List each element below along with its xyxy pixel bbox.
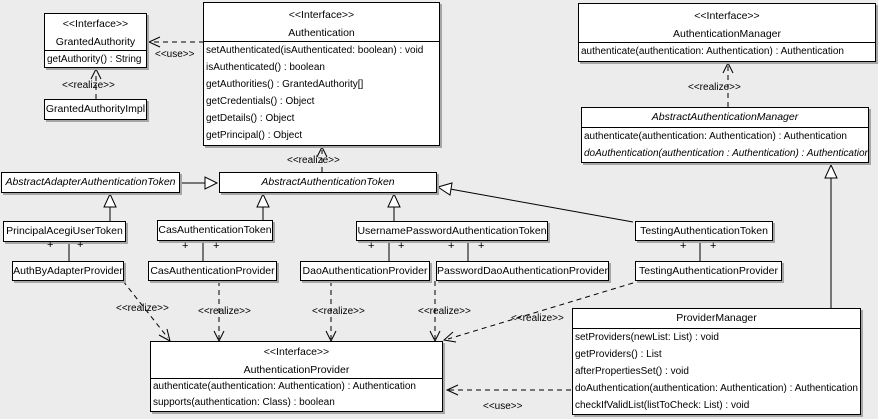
association-plus-label: + [478, 240, 485, 252]
method-label: getDetails() : Object [206, 113, 295, 124]
method-label: authenticate(authentication: Authenticat… [581, 46, 844, 57]
use-label: <<use>> [483, 401, 523, 412]
method-label: getAuthority() : String [47, 54, 142, 65]
class-provider-manager[interactable]: ProviderManager setProviders(newList: Li… [572, 308, 861, 415]
class-testing-authentication-token[interactable]: TestingAuthenticationToken [635, 221, 773, 241]
class-name-label: DaoAuthenticationProvider [302, 265, 428, 277]
class-cas-authentication-token[interactable]: CasAuthenticationToken [157, 220, 273, 241]
class-name-label: AuthByAdapterProvider [13, 265, 123, 277]
realize-edge-grantedauthorityimpl [90, 67, 102, 99]
class-name-label: TestingAuthenticationToken [640, 225, 768, 237]
realize-edge-abstractauthenticationtoken [316, 145, 328, 172]
class-granted-authority-impl[interactable]: GrantedAuthorityImpl [44, 99, 147, 120]
class-abstract-adapter-authentication-token[interactable]: AbstractAdapterAuthenticationToken [1, 172, 180, 193]
method-label: getAuthorities() : GrantedAuthority[] [206, 79, 364, 90]
association-plus-label: + [398, 240, 405, 252]
stereotype-label: <<Interface>> [288, 9, 355, 21]
method-label: checkIfValidList(listToCheck: List) : vo… [575, 400, 750, 411]
association-plus-label: + [77, 239, 84, 251]
class-auth-by-adapter-provider[interactable]: AuthByAdapterProvider [12, 261, 124, 281]
class-authentication-provider[interactable]: <<Interface>> AuthenticationProvider aut… [150, 341, 443, 412]
realize-edge-abstractauthenticationmanager [722, 61, 734, 107]
class-title: <<Interface>> AuthenticationManager [579, 4, 875, 42]
class-abstract-authentication-manager[interactable]: AbstractAuthenticationManager authentica… [581, 107, 869, 163]
realize-label: <<realize>> [312, 306, 365, 317]
class-title: <<Interface>> Authentication [204, 3, 439, 41]
use-label: <<use>> [155, 49, 195, 60]
method-label: setProviders(newList: List) : void [575, 332, 719, 343]
class-name-label: CasAuthenticationProvider [150, 265, 275, 277]
generalization-edge-testingauthenticationtoken [436, 182, 634, 223]
method-label: authenticate(authentication: Authenticat… [153, 381, 416, 392]
method-label: isAuthenticated() : boolean [206, 62, 325, 73]
generalization-edge-usernamepasswordtoken [387, 192, 401, 221]
association-plus-label: + [710, 240, 717, 252]
class-name-label: AbstractAuthenticationManager [651, 111, 799, 123]
class-granted-authority[interactable]: <<Interface>> GrantedAuthority getAuthor… [44, 13, 147, 68]
use-edge-providermanager-to-authenticationprovider [445, 384, 571, 396]
class-testing-authentication-provider[interactable]: TestingAuthenticationProvider [635, 261, 782, 281]
generalization-edge-providermanager [824, 163, 838, 308]
class-name-label: PasswordDaoAuthenticationProvider [437, 265, 608, 277]
class-abstract-authentication-token[interactable]: AbstractAuthenticationToken [219, 172, 437, 193]
generalization-edge-casauthenticationtoken [256, 192, 270, 220]
generalization-edge-abstractadapter-to-abstracttoken [180, 176, 219, 190]
realize-label: <<realize>> [688, 82, 741, 93]
realize-edge-testingauthenticationprovider [442, 282, 634, 343]
association-plus-label: + [182, 240, 189, 252]
method-label: authenticate(authentication: Authenticat… [584, 131, 847, 142]
use-edge-authentication-to-grantedauthority [147, 36, 204, 48]
method-label: doAuthentication(authentication: Authent… [575, 383, 858, 394]
class-password-dao-authentication-provider[interactable]: PasswordDaoAuthenticationProvider [436, 261, 609, 281]
realize-label: <<realize>> [62, 80, 115, 91]
class-name-label: AuthenticationManager [673, 28, 781, 40]
association-plus-label: + [368, 240, 375, 252]
class-name-label: ProviderManager [676, 312, 757, 324]
method-label: doAuthentication(authentication : Authen… [584, 148, 868, 159]
stereotype-label: <<Interface>> [694, 10, 760, 22]
class-name-label: Authentication [288, 27, 355, 39]
association-plus-label: + [213, 240, 220, 252]
association-plus-label: + [680, 240, 687, 252]
class-title: ProviderManager [573, 309, 860, 328]
class-name-label: PrincipalAcegiUserToken [6, 225, 123, 237]
method-label: getProviders() : List [575, 349, 662, 360]
class-dao-authentication-provider[interactable]: DaoAuthenticationProvider [300, 261, 430, 281]
stereotype-label: <<Interface>> [62, 18, 129, 30]
class-name-label: GrantedAuthorityImpl [45, 103, 146, 115]
class-name-label: AbstractAuthenticationToken [261, 176, 395, 188]
class-principal-acegi-user-token[interactable]: PrincipalAcegiUserToken [3, 221, 126, 242]
association-plus-label: + [47, 239, 54, 251]
class-name-label: AbstractAdapterAuthenticationToken [5, 176, 176, 188]
class-cas-authentication-provider[interactable]: CasAuthenticationProvider [148, 261, 277, 281]
method-label: getCredentials() : Object [206, 96, 315, 107]
realize-label: <<realize>> [511, 313, 564, 324]
class-username-password-authentication-token[interactable]: UsernamePasswordAuthenticationToken [356, 221, 548, 241]
class-authentication-manager[interactable]: <<Interface>> AuthenticationManager auth… [578, 3, 876, 62]
method-label: getPrincipal() : Object [206, 130, 303, 141]
realize-label: <<realize>> [116, 303, 169, 314]
class-title: <<Interface>> AuthenticationProvider [151, 342, 442, 378]
method-label: supports(authentication: Class) : boolea… [153, 397, 335, 408]
generalization-edge-principalacegiusertoken [103, 192, 117, 221]
class-authentication[interactable]: <<Interface>> Authentication setAuthenti… [203, 2, 440, 146]
class-name-label: TestingAuthenticationProvider [639, 265, 778, 277]
method-label: setAuthenticated(isAuthenticated: boolea… [206, 45, 424, 56]
realize-label: <<realize>> [418, 306, 471, 317]
class-title: AbstractAuthenticationManager [582, 108, 868, 127]
association-plus-label: + [448, 240, 455, 252]
class-title: <<Interface>> GrantedAuthority [45, 14, 146, 50]
realize-label: <<realize>> [287, 155, 340, 166]
realize-label: <<realize>> [198, 306, 251, 317]
class-name-label: UsernamePasswordAuthenticationToken [357, 225, 547, 237]
stereotype-label: <<Interface>> [263, 346, 330, 358]
class-name-label: GrantedAuthority [55, 36, 136, 48]
method-label: afterPropertiesSet() : void [575, 366, 689, 377]
class-name-label: AuthenticationProvider [243, 364, 350, 376]
class-name-label: CasAuthenticationToken [158, 224, 272, 236]
